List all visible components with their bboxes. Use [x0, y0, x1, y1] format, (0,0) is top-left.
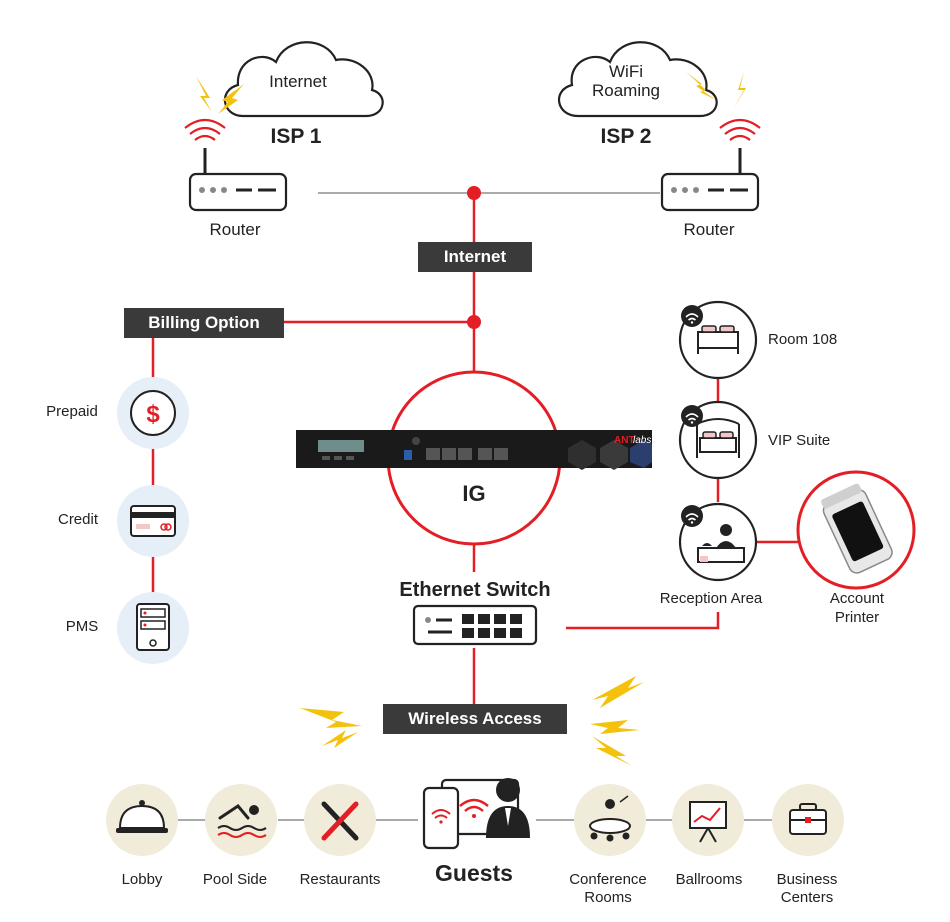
- venue-label-ballrooms: Ballrooms: [675, 871, 743, 888]
- junction-dot-billing: [467, 315, 481, 329]
- wireless-access-tag: Wireless Access: [383, 704, 567, 734]
- lightning-icon-isp2: [686, 72, 716, 100]
- conference-icon: [574, 784, 646, 856]
- ethernet-switch-label: Ethernet Switch: [399, 579, 551, 601]
- printer-label-line2: Printer: [834, 609, 880, 626]
- brand-logo: ANT: [614, 435, 635, 446]
- cloud-icon-wifi-roaming: [557, 41, 718, 118]
- svg-text:$: $: [146, 401, 160, 428]
- billing-label-credit: Credit: [57, 511, 98, 528]
- venue-label-business-2: Centers: [780, 889, 834, 906]
- utensils-icon: [304, 784, 376, 856]
- vip-suite-bubble: [678, 400, 758, 480]
- cloud-label-wifi: WiFi: [609, 62, 643, 81]
- router-icon-right: [660, 118, 761, 212]
- dollar-icon: $: [117, 377, 189, 449]
- lightning-icon-isp1: [196, 76, 212, 112]
- bed-icon: [697, 325, 739, 354]
- cloud-label-internet: Internet: [269, 72, 327, 91]
- isp1-label: ISP 1: [270, 125, 322, 148]
- internet-tag: Internet: [418, 242, 532, 272]
- presentation-icon: [672, 784, 744, 856]
- ig-label: IG: [462, 481, 486, 506]
- cloud-label-roaming: Roaming: [591, 81, 661, 100]
- room-label-reception: Reception Area: [659, 590, 763, 607]
- billing-label-prepaid: Prepaid: [46, 403, 98, 420]
- cloud-icon-internet: [223, 41, 384, 118]
- venue-label-lobby: Lobby: [121, 871, 163, 888]
- briefcase-icon: [772, 784, 844, 856]
- account-printer-icon: [796, 470, 916, 590]
- venue-label-conference-2: Rooms: [584, 889, 632, 906]
- guests-devices-icon: [422, 778, 530, 850]
- room-label-108: Room 108: [768, 331, 838, 348]
- room-label-vip: VIP Suite: [768, 432, 831, 449]
- isp2-label: ISP 2: [600, 125, 652, 148]
- printer-label-line1: Account: [829, 590, 885, 607]
- guests-label: Guests: [435, 860, 513, 886]
- svg-text:labs: labs: [633, 435, 651, 446]
- server-icon: [117, 592, 189, 664]
- lightning-icon-isp2-b: [734, 72, 746, 108]
- ethernet-switch-icon: [412, 604, 538, 646]
- cloche-icon: [106, 784, 178, 856]
- billing-option-tag: Billing Option: [124, 308, 284, 338]
- router-left-label: Router: [209, 220, 261, 239]
- venue-label-conference-1: Conference: [569, 871, 647, 888]
- lightning-icon-wireless-left: [300, 708, 362, 748]
- router-icon-left: [184, 118, 288, 212]
- venue-label-restaurants: Restaurants: [299, 871, 381, 888]
- junction-dot-top: [467, 186, 481, 200]
- gateway-appliance-icon: ANT labs: [296, 430, 652, 470]
- lightning-icon-wireless-right: [590, 676, 644, 766]
- reception-desk-icon: [697, 524, 745, 563]
- swimmer-icon: [205, 784, 277, 856]
- credit-card-icon: [117, 485, 189, 557]
- router-right-label: Router: [683, 220, 735, 239]
- room-108-bubble: [678, 300, 758, 380]
- venue-label-business-1: Business: [776, 871, 838, 888]
- connector-lines: [151, 192, 800, 821]
- billing-label-pms: PMS: [65, 618, 99, 635]
- venue-label-pool-side: Pool Side: [202, 871, 268, 888]
- reception-bubble: [678, 502, 758, 582]
- lightning-icon-isp1-b: [218, 84, 244, 114]
